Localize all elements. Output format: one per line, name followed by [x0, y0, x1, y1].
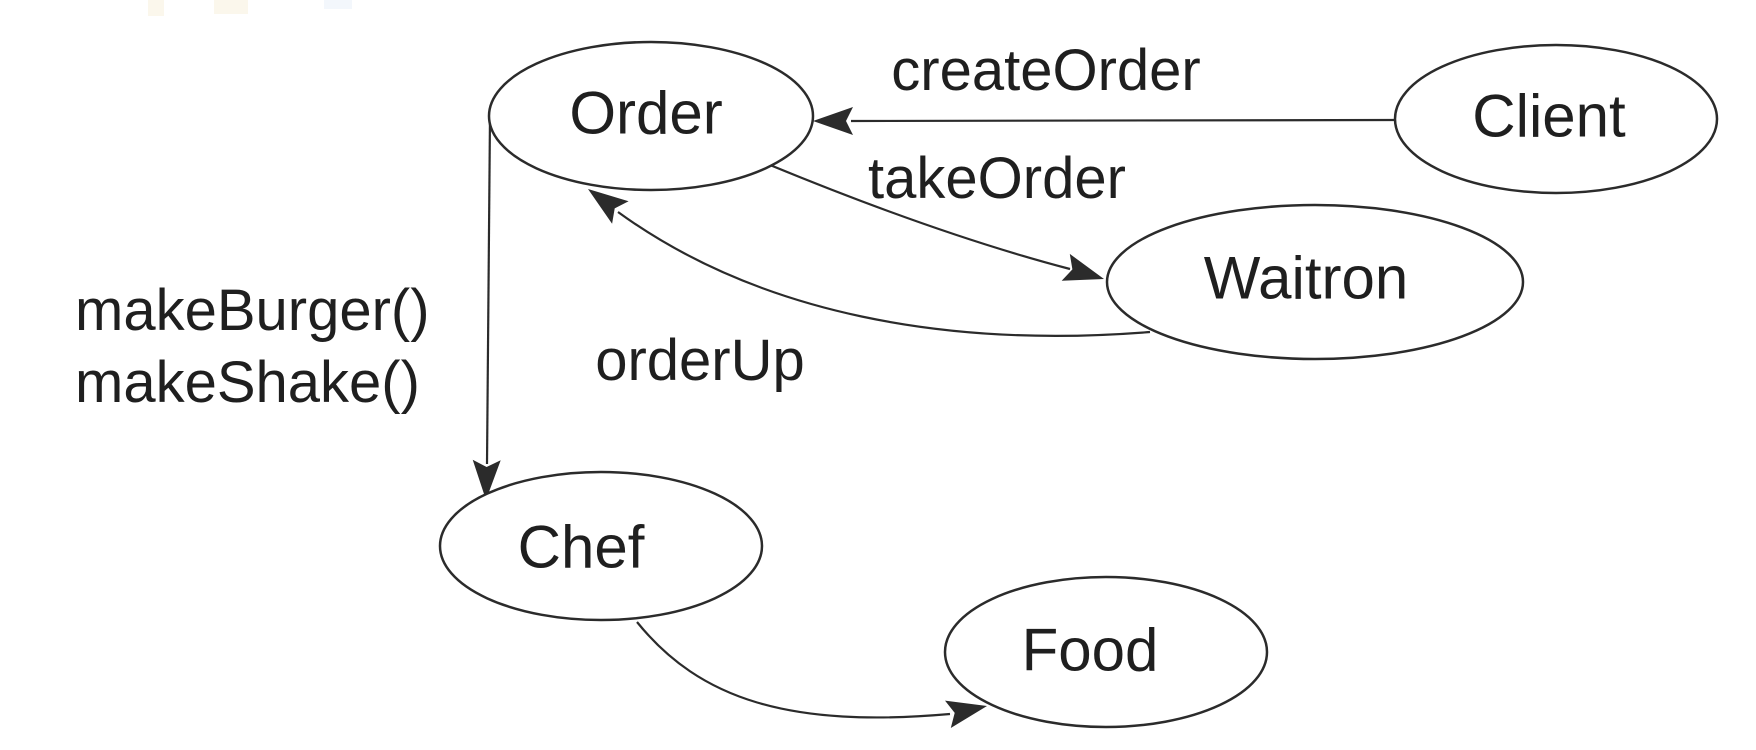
top-edge-artifact [148, 0, 164, 16]
node-order: Order [487, 40, 815, 192]
edge-order-up: orderUp [588, 189, 1151, 393]
edge-label-order-up: orderUp [595, 328, 805, 393]
node-food: Food [943, 575, 1269, 729]
edge-line-create-order [850, 118, 1395, 123]
node-chef: Chef [438, 470, 764, 622]
edge-label-create-order: createOrder [891, 38, 1200, 103]
arrowhead-icon [472, 459, 501, 500]
node-label-food: Food [1022, 617, 1159, 684]
edge-label-take-order: takeOrder [868, 146, 1126, 211]
node-label-order: Order [569, 80, 722, 147]
node-ellipse-waitron [1105, 203, 1525, 361]
edge-create-order: createOrder [813, 38, 1395, 135]
arrowhead-icon [1061, 253, 1104, 281]
edge-label-make-burger-shake: makeShake() [75, 350, 420, 415]
top-edge-artifact [324, 0, 352, 9]
arrowhead-icon [588, 189, 629, 224]
edge-make-burger-shake: makeBurger() makeShake() [75, 115, 501, 500]
node-label-waitron: Waitron [1204, 245, 1409, 312]
arrowhead-icon [945, 700, 987, 728]
edge-line-make-burger-shake [485, 115, 492, 465]
node-client: Client [1393, 43, 1719, 195]
edge-label-make-burger-shake: makeBurger() [75, 278, 430, 343]
edge-take-order: takeOrder [769, 146, 1126, 281]
node-label-chef: Chef [518, 514, 645, 581]
node-label-client: Client [1472, 83, 1626, 150]
arrowhead-icon [813, 107, 853, 135]
top-edge-artifact [214, 0, 248, 14]
edge-line-take-order [769, 163, 1071, 271]
node-waitron: Waitron [1105, 203, 1525, 361]
node-ellipse-chef [438, 470, 764, 622]
edge-serve-food [636, 621, 987, 728]
node-ellipse-order [487, 40, 815, 192]
edge-line-serve-food [636, 621, 951, 719]
node-ellipse-food [943, 575, 1269, 729]
node-ellipse-client [1393, 43, 1719, 195]
edge-line-order-up [617, 211, 1151, 337]
